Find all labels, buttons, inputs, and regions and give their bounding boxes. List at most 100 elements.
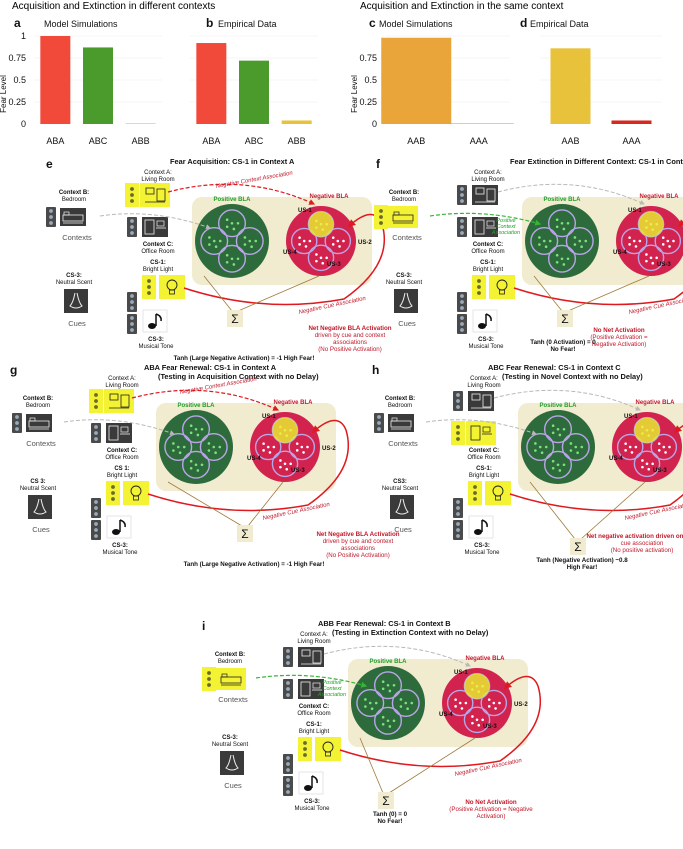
music-note-icon-head — [148, 323, 156, 329]
traffic-light-a-light — [94, 405, 98, 409]
negative-bla-cluster-dot — [666, 239, 670, 243]
nose-icon-bg — [28, 495, 52, 519]
music-note-icon-head — [112, 529, 120, 535]
positive-bla-cluster-dot — [207, 442, 211, 445]
traffic-light-b-light — [49, 215, 53, 219]
sigma-box — [557, 310, 573, 327]
y-tick-label: 0.75 — [8, 53, 26, 63]
positive-bla-cluster-dot — [248, 239, 252, 243]
office-room-label: Office Room — [471, 249, 504, 255]
y-tick-label: 0 — [372, 119, 377, 129]
traffic-light-b-light — [379, 209, 383, 213]
nose-icon-shape — [33, 498, 47, 515]
traffic-light-tone-light — [456, 522, 460, 526]
living-room-label: Living Room — [471, 177, 504, 183]
positive-bla-cluster-sub — [547, 209, 577, 238]
negative-bla-cluster-dot — [295, 449, 299, 452]
bright-light-label: Bright Light — [473, 267, 504, 273]
traffic-light-a-light — [130, 199, 134, 203]
music-note-icon-bg — [472, 309, 498, 333]
negative-bla-cluster-dot — [319, 256, 323, 260]
positive-bla-cluster-dot — [218, 445, 222, 449]
positive-context-association-label: Context — [323, 686, 342, 692]
highlight-box — [315, 737, 341, 761]
panel-letter-f: f — [376, 157, 381, 171]
panel-letter-c: c — [369, 16, 376, 30]
cues-label: Cues — [32, 525, 50, 534]
us4-label: US-4 — [613, 250, 627, 256]
cs3-tone-label: CS-3: — [478, 337, 494, 343]
cs3-tone-label: CS-3: — [304, 799, 320, 805]
sigma-symbol: Σ — [561, 312, 568, 326]
traffic-light-tone-light — [456, 528, 460, 532]
positive-context-association-label: Association — [491, 230, 520, 236]
chart-title-d: Empirical Data — [530, 19, 589, 29]
positive-bla-cluster-dot — [178, 451, 182, 455]
positive-bla-cluster-dot — [573, 243, 577, 246]
negative-bla-cluster-sub — [271, 450, 299, 478]
x-tick-label: ABA — [46, 136, 64, 146]
us1-label: US-1 — [454, 670, 468, 676]
traffic-light-cs1-light — [111, 485, 115, 489]
bar-ABC — [239, 60, 269, 124]
traffic-light-tone-light — [94, 522, 98, 526]
tanh-result-text: Tanh (Large Negative Activation) = -1 Hi… — [184, 561, 325, 568]
negative-bla-label: Negative BLA — [639, 194, 679, 200]
positive-bla-cluster-dot — [230, 257, 234, 261]
tanh-result-text: Tanh (0 Activation) = 0 — [530, 339, 596, 346]
music-note-icon-bg — [468, 515, 494, 539]
negative-bla-cluster-dot — [487, 705, 491, 708]
positive-to-sigma-line — [167, 481, 243, 527]
traffic-light-cs3-light — [460, 300, 464, 304]
context-b-label: Context B: — [385, 396, 415, 402]
positive-bla-cluster-sub — [199, 432, 228, 462]
traffic-light-cs3-light — [456, 506, 460, 510]
context-c-label: Context C: — [299, 704, 329, 710]
positive-bla-cluster-dot — [374, 701, 378, 705]
negative-bla-cluster-dot — [266, 445, 270, 449]
net-activation-text: Negative Activation) — [592, 341, 647, 348]
negative-bla-cluster-dot — [331, 236, 335, 239]
negative-bla-label: Negative BLA — [309, 194, 349, 200]
positive-bla-label: Positive BLA — [543, 197, 581, 203]
positive-bla-cluster-dot — [189, 431, 193, 435]
negative-bla-label: Negative BLA — [635, 400, 675, 406]
traffic-light-cs3-light — [130, 306, 134, 310]
traffic-light-c-light — [460, 225, 464, 229]
living-room-label: Living Room — [297, 639, 330, 645]
bedroom-icon-bg — [388, 414, 414, 432]
negative-bla-cluster-dot — [458, 701, 462, 705]
living-room-icon-frame — [475, 187, 485, 195]
positive-bla-cluster-dot — [580, 245, 583, 249]
negative-bla-cluster-dot — [661, 243, 665, 246]
bar-ABA — [196, 43, 227, 124]
bedroom-icon-mattress — [390, 420, 412, 428]
traffic-light-b-light — [15, 415, 19, 419]
negative-cue-association-label: Negative Cue Association — [262, 502, 331, 522]
bar-AAA — [611, 120, 652, 124]
negative-bla-cluster-sub — [637, 244, 665, 272]
bedroom-label: Bedroom — [392, 197, 416, 203]
positive-bla-cluster-dot — [189, 459, 193, 463]
negative-bla-cluster-dot — [638, 239, 642, 243]
negative-bla-cluster-dot — [655, 256, 658, 260]
positive-bla-cluster-dot — [225, 253, 229, 257]
negative-bla-cluster-dot — [628, 243, 631, 246]
x-tick-label: AAA — [470, 136, 488, 146]
positive-bla-cluster-dot — [551, 459, 555, 463]
negative-cue-association-label: Negative Cue Association — [454, 758, 523, 778]
positive-bla-cluster-dot — [562, 263, 566, 266]
context-c-label: Context C: — [143, 242, 173, 248]
traffic-light-cs3-light — [456, 512, 460, 516]
traffic-light-cs3-light — [94, 512, 98, 516]
context-a-arrow — [323, 645, 471, 667]
cs1-label: CS 1: — [114, 466, 129, 472]
negative-bla-cluster-dot — [262, 449, 265, 452]
bar-ABA — [40, 36, 71, 124]
negative-bla-cluster-sub — [633, 450, 661, 478]
traffic-light-cs3-light — [286, 762, 290, 766]
nose-icon-shape — [69, 292, 83, 309]
positive-bla-cluster-sub — [181, 450, 211, 479]
